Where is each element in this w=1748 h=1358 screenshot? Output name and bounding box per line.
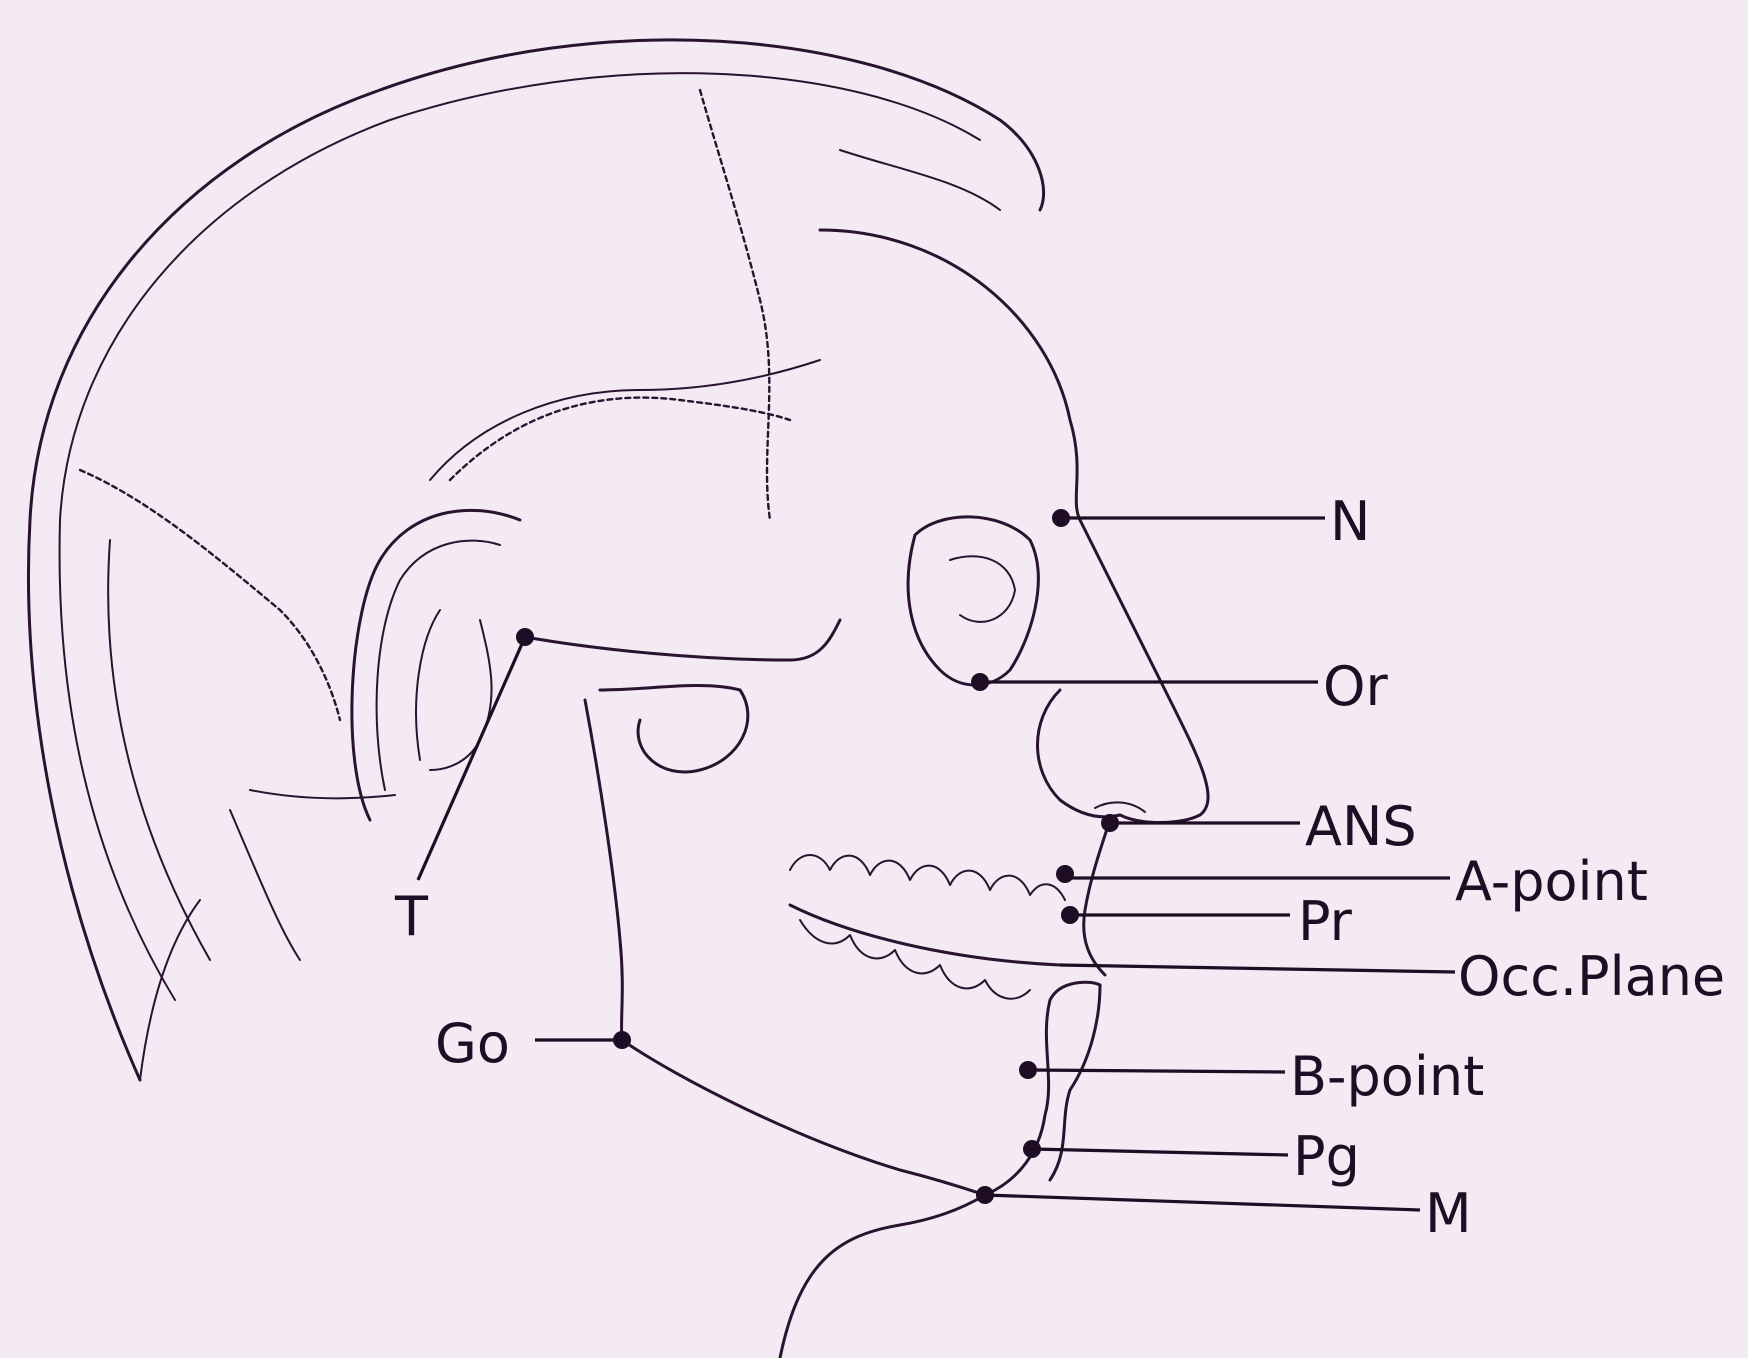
leader-b-point xyxy=(1028,1070,1285,1072)
skull-drawing xyxy=(28,40,1208,1358)
label-ans: ANS xyxy=(1305,795,1417,858)
label-b-point: B-point xyxy=(1290,1045,1484,1108)
label-a-point: A-point xyxy=(1455,850,1648,913)
leader-t xyxy=(418,637,525,880)
leader-m xyxy=(985,1195,1420,1210)
point-a xyxy=(1056,865,1074,883)
label-pr: Pr xyxy=(1298,890,1353,953)
label-t: T xyxy=(394,885,429,948)
leader-occ-plane xyxy=(1060,965,1455,972)
label-n: N xyxy=(1330,490,1370,553)
label-go: Go xyxy=(435,1012,510,1075)
label-occ-plane: Occ.Plane xyxy=(1458,945,1725,1008)
label-m: M xyxy=(1425,1182,1472,1245)
label-or: Or xyxy=(1323,655,1389,718)
label-pg: Pg xyxy=(1293,1125,1360,1188)
leader-pg xyxy=(1032,1149,1288,1155)
